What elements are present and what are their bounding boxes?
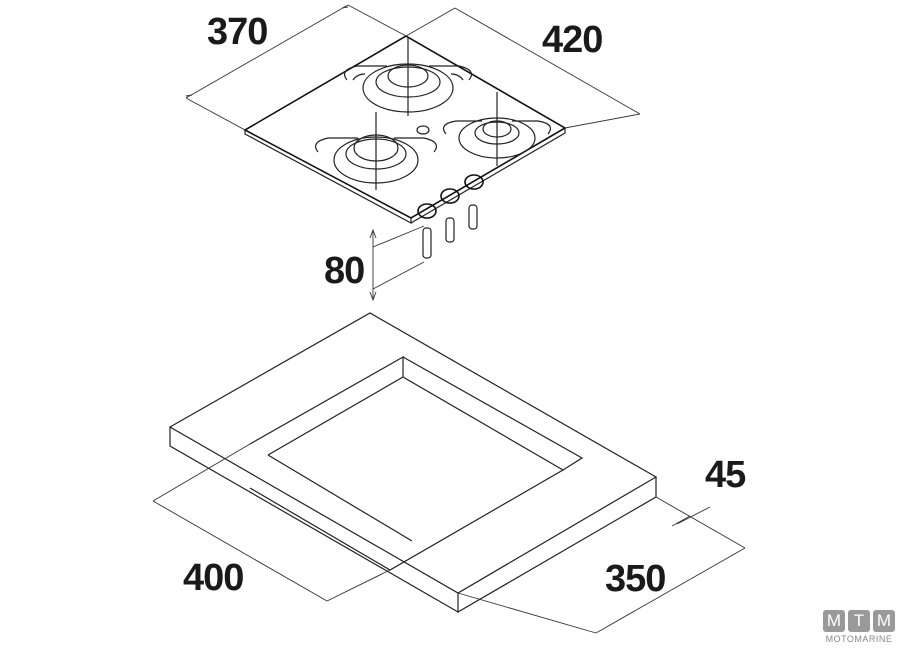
label-420: 420 bbox=[542, 19, 602, 61]
dim-line-400 bbox=[152, 500, 328, 602]
knob-3 bbox=[464, 174, 484, 190]
watermark-logo: M T M MOTOMARINE bbox=[820, 610, 898, 646]
logo-letter-2: T bbox=[848, 610, 870, 632]
label-80: 80 bbox=[324, 250, 364, 292]
dim-line-45 bbox=[671, 506, 711, 527]
hob-drawing bbox=[185, 4, 641, 302]
control-knobs bbox=[417, 174, 484, 259]
label-350: 350 bbox=[605, 558, 665, 600]
burner-front-left bbox=[315, 112, 437, 190]
burner-right bbox=[443, 92, 551, 166]
logo-letter-3: M bbox=[873, 610, 895, 632]
knob-2 bbox=[440, 188, 460, 204]
hob-top-plate bbox=[243, 35, 567, 219]
cutout-drawing bbox=[152, 312, 746, 634]
igniter bbox=[416, 125, 430, 135]
dim-line-420 bbox=[454, 7, 641, 115]
countertop-top bbox=[168, 312, 658, 594]
dim-line-350 bbox=[595, 547, 746, 634]
label-400: 400 bbox=[183, 557, 243, 599]
cutout-opening bbox=[249, 355, 404, 456]
knob-1 bbox=[417, 203, 437, 219]
logo-text: MOTOMARINE bbox=[825, 634, 893, 644]
logo-letter-1: M bbox=[823, 610, 845, 632]
label-370: 370 bbox=[207, 11, 267, 53]
dim-line-370 bbox=[185, 4, 349, 99]
burner-back bbox=[344, 38, 472, 116]
label-45: 45 bbox=[705, 454, 746, 496]
